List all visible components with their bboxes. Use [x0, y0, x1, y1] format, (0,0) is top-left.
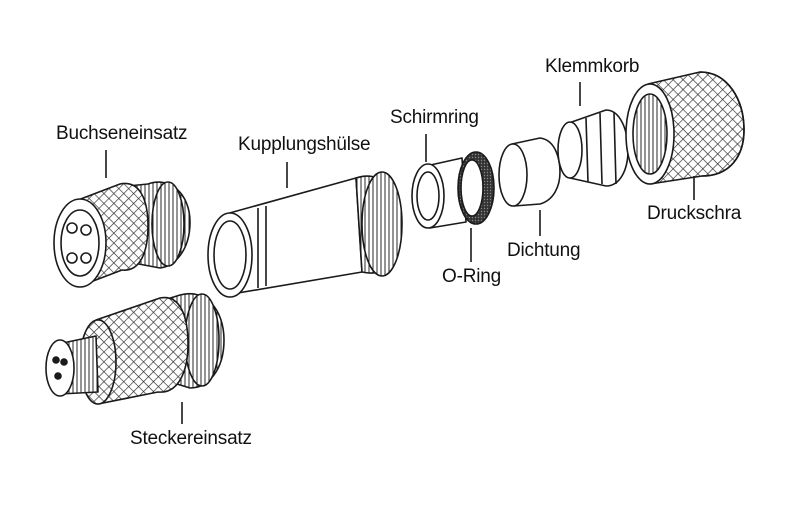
label-schirmring: Schirmring	[390, 107, 479, 128]
label-dichtung: Dichtung	[507, 240, 581, 261]
label-steckereinsatz: Steckereinsatz	[130, 428, 252, 449]
label-druckschraube: Druckschra	[647, 203, 742, 224]
steckereinsatz-part	[45, 292, 225, 405]
schirmring-part	[411, 157, 467, 229]
dichtung-part	[498, 137, 561, 207]
label-buchseneinsatz: Buchseneinsatz	[56, 123, 188, 144]
buchseneinsatz-part	[53, 181, 191, 288]
label-klemmkorb: Klemmkorb	[545, 56, 640, 77]
label-kupplungshuelse: Kupplungshülse	[238, 134, 371, 155]
druckschraube-part	[625, 71, 745, 185]
klemmkorb-part	[557, 109, 629, 187]
o-ring-part	[457, 151, 495, 225]
kupplungshuelse-part	[207, 171, 403, 298]
label-o-ring: O-Ring	[442, 266, 501, 287]
